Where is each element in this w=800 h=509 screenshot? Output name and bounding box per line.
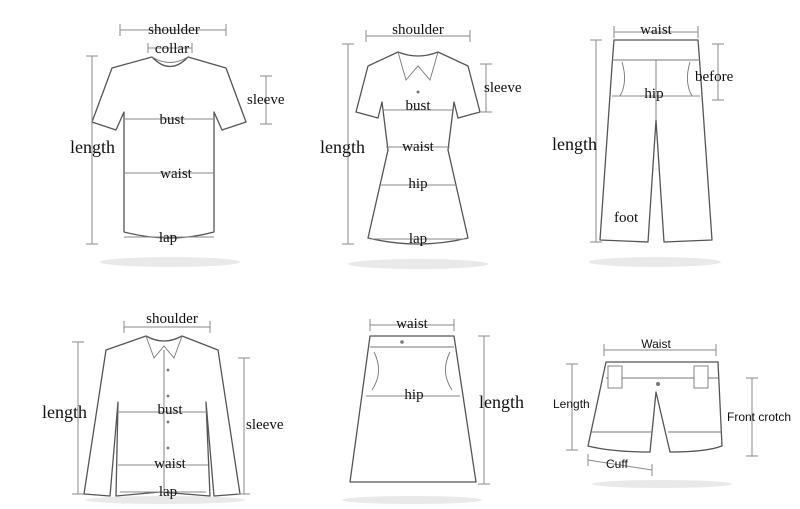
skirt-outline xyxy=(349,335,477,483)
shirt-lap-label: lap xyxy=(159,484,177,500)
shirt-bust-label: bust xyxy=(157,402,183,418)
skirt-waist-label: waist xyxy=(396,316,428,332)
dress-lap-label: lap xyxy=(409,231,427,247)
shorts-cuff-label: Cuff xyxy=(606,457,628,471)
dress-diagram: shoulder sleeve bust length waist hip la… xyxy=(320,22,522,269)
pants-diagram: waist before hip length foot xyxy=(552,22,734,267)
pants-before-label: before xyxy=(695,69,734,85)
tshirt-lap-label: lap xyxy=(159,230,177,246)
shorts-waist-label: Waist xyxy=(641,337,671,351)
shorts-diagram: Waist Length Front crotch Cuff xyxy=(553,337,791,488)
skirt-length-label: length xyxy=(479,392,524,412)
shirt-sleeve-label: sleeve xyxy=(246,417,284,433)
tshirt-bust-label: bust xyxy=(159,112,185,128)
skirt-hip-label: hip xyxy=(404,387,423,403)
tshirt-waist-label: waist xyxy=(160,166,192,182)
pants-hip-label: hip xyxy=(644,86,663,102)
shorts-length-label: Length xyxy=(553,397,590,411)
dress-shoulder-label: shoulder xyxy=(392,22,444,38)
tshirt-diagram: shoulder collar sleeve bust length waist… xyxy=(70,22,285,267)
pants-foot-label: foot xyxy=(614,210,639,226)
dress-sleeve-label: sleeve xyxy=(484,80,522,96)
dress-length-label: length xyxy=(320,137,365,157)
shirt-waist-label: waist xyxy=(154,456,186,472)
dress-bust-label: bust xyxy=(405,98,431,114)
shirt-length-label: length xyxy=(42,402,87,422)
skirt-diagram: waist hip length xyxy=(342,316,524,504)
tshirt-sleeve-label: sleeve xyxy=(247,92,285,108)
shirt-shoulder-label: shoulder xyxy=(146,311,198,327)
dress-hip-label: hip xyxy=(408,176,427,192)
tshirt-collar-label: collar xyxy=(155,41,189,57)
tshirt-shoulder-label: shoulder xyxy=(148,22,200,38)
tshirt-length-label: length xyxy=(70,137,115,157)
pants-outline xyxy=(599,39,713,243)
shirt-outline xyxy=(83,335,241,497)
shorts-front-crotch-label: Front crotch xyxy=(727,410,791,424)
shirt-diagram: shoulder bust length sleeve waist lap xyxy=(42,311,284,504)
pants-length-label: length xyxy=(552,134,597,154)
tshirt-outline xyxy=(91,56,247,239)
dress-waist-label: waist xyxy=(402,139,434,155)
pants-waist-label: waist xyxy=(640,22,672,38)
